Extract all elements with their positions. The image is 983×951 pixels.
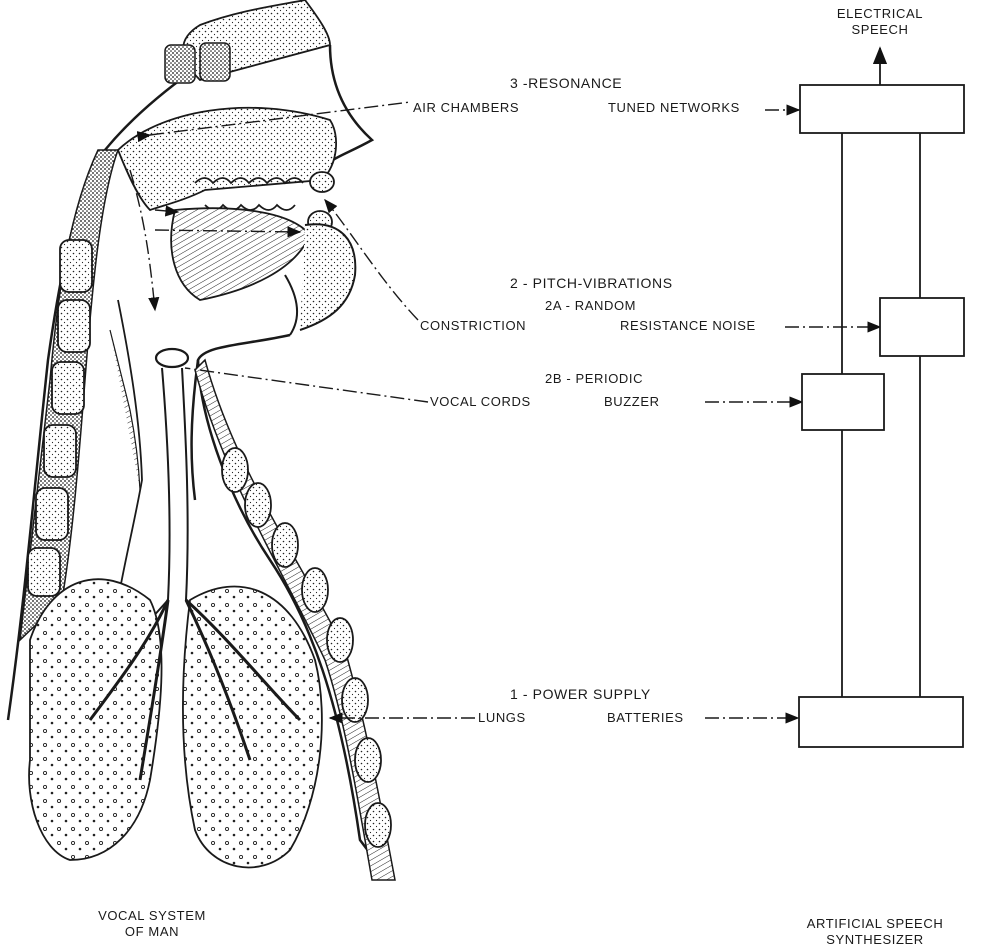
synthesizer-caption: ARTIFICIAL SPEECH SYNTHESIZER (770, 916, 980, 948)
vocal-system-caption: VOCAL SYSTEM OF MAN (72, 908, 232, 940)
constriction-label: CONSTRICTION (420, 318, 526, 334)
synthesizer-caption-line1: ARTIFICIAL SPEECH (770, 916, 980, 932)
buzzer-label: BUZZER (604, 394, 660, 410)
batteries-box (799, 697, 963, 747)
buzzer-box (802, 374, 884, 430)
output-label: ELECTRICAL SPEECH (835, 6, 925, 38)
random-heading: 2A - RANDOM (545, 298, 636, 314)
lungs-label: LUNGS (478, 710, 526, 726)
vocal-cords-label: VOCAL CORDS (430, 394, 531, 410)
synthesizer-diagram (799, 48, 964, 747)
pitch-heading: 2 - PITCH-VIBRATIONS (510, 275, 673, 291)
tuned-networks-box (800, 85, 964, 133)
tuned-networks-label: TUNED NETWORKS (608, 100, 740, 116)
resistance-noise-box (880, 298, 964, 356)
air-chambers-label: AIR CHAMBERS (413, 100, 519, 116)
power-heading: 1 - POWER SUPPLY (510, 686, 651, 702)
resonance-heading: 3 -RESONANCE (510, 75, 622, 91)
output-label-line1: ELECTRICAL (835, 6, 925, 22)
synthesizer-caption-line2: SYNTHESIZER (770, 932, 980, 948)
resistance-noise-label: RESISTANCE NOISE (620, 318, 756, 334)
output-label-line2: SPEECH (835, 22, 925, 38)
batteries-label: BATTERIES (607, 710, 684, 726)
vocal-system-illustration (8, 0, 395, 880)
vocal-system-caption-line2: OF MAN (72, 924, 232, 940)
vocal-system-caption-line1: VOCAL SYSTEM (72, 908, 232, 924)
periodic-heading: 2B - PERIODIC (545, 371, 643, 387)
